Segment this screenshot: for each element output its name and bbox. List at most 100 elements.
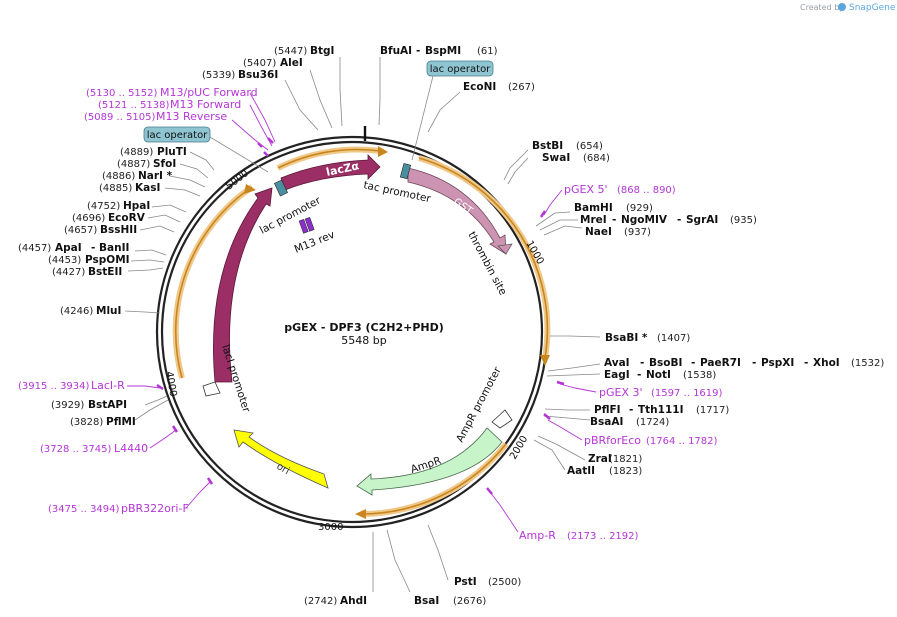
laci-feature[interactable]	[213, 187, 273, 383]
lac-operator-mark-left	[274, 179, 288, 197]
lac-operator-box-left: lac operator	[143, 126, 269, 173]
enzyme-name: AhdI	[340, 595, 367, 607]
enzyme-name: AleI	[280, 57, 303, 69]
primer-range: (868 .. 890)	[617, 185, 676, 196]
enzyme-labels: (5447) BtgI (5407) AleI (5339) Bsu36I Bf…	[18, 45, 884, 607]
enzyme-name: Tth111I	[638, 404, 683, 416]
backbone-inner	[160, 140, 544, 524]
enzyme-pos: (3929)	[51, 400, 84, 411]
primer-name: pGEX 5'	[564, 183, 608, 196]
enzyme-sep: -	[691, 357, 695, 369]
enzyme-name: AatII	[567, 465, 595, 477]
enzyme-pos: (937)	[624, 227, 651, 238]
gst-feature[interactable]	[407, 167, 507, 255]
enzyme-sep: -	[416, 45, 420, 57]
primer-range: (5121 .. 5138)	[98, 100, 170, 111]
enzyme-name: ZraI	[588, 453, 612, 465]
primer-range: (3728 .. 3745)	[40, 444, 112, 455]
lacza-feature[interactable]	[280, 154, 381, 191]
enzyme-pos: (4453)	[48, 255, 81, 266]
enzyme-name: PspXI	[761, 357, 794, 369]
primer-range: (5089 .. 5105)	[84, 112, 156, 123]
primer-range: (1597 .. 1619)	[651, 388, 723, 399]
enzyme-pos: (654)	[576, 141, 603, 152]
tick-4000: 4000	[163, 371, 178, 398]
enzyme-name: NotI	[646, 369, 671, 381]
enzyme-sep: -	[677, 214, 681, 226]
thrombin-site-mark	[497, 243, 513, 255]
enzyme-sep: -	[752, 357, 756, 369]
enzyme-pos: (61)	[477, 46, 498, 57]
snapgene-logo-icon	[838, 3, 846, 11]
enzyme-name: BsaI	[414, 595, 439, 607]
enzyme-name: NarI *	[138, 170, 173, 182]
enzyme-pos: (4246)	[60, 306, 93, 317]
enzyme-sep: -	[612, 214, 616, 226]
enzyme-name: ApaI	[55, 242, 82, 254]
m13-rev-mark-1	[298, 219, 309, 234]
enzyme-name: AvaI	[604, 357, 630, 369]
primer-name: pBRforEco	[584, 434, 641, 447]
laci-label: lacI	[206, 271, 221, 293]
enzyme-name: PaeR7I	[700, 357, 741, 369]
primer-name: pGEX 3'	[599, 386, 643, 399]
ampr-promoter-arrow	[491, 409, 513, 429]
enzyme-name: BsaBI *	[605, 332, 648, 344]
ampr-feature[interactable]	[356, 427, 503, 496]
enzyme-pos: (4457)	[18, 243, 51, 254]
credit-brand: SnapGene	[849, 3, 896, 13]
enzyme-pos: (5407)	[243, 58, 276, 69]
ori-feature[interactable]	[233, 429, 329, 489]
enzyme-pos: (1532)	[851, 358, 884, 369]
enzyme-name: BsaAI	[590, 416, 623, 428]
enzyme-pos: (1717)	[696, 405, 729, 416]
enzyme-pos: (267)	[508, 82, 535, 93]
enzyme-name: MluI	[96, 305, 121, 317]
enzyme-pos: (4427)	[52, 267, 85, 278]
enzyme-pos: (1823)	[609, 466, 642, 477]
lac-operator-top-label: lac operator	[430, 64, 491, 75]
enzyme-pos: (684)	[583, 153, 610, 164]
enzyme-name: PstI	[454, 576, 477, 588]
ampr-promoter-label: AmpR promoter	[454, 365, 504, 445]
enzyme-pos: (2676)	[453, 596, 486, 607]
enzyme-pos: (3828)	[70, 417, 103, 428]
plasmid-size: 5548 bp	[341, 334, 386, 347]
enzyme-pos: (1407)	[657, 333, 690, 344]
primer-range: (2173 .. 2192)	[567, 531, 639, 542]
enzyme-name: PflFI	[594, 404, 621, 416]
enzyme-pos: (4886)	[102, 171, 135, 182]
primer-range: (5130 .. 5152)	[86, 88, 158, 99]
primer-name: M13 Reverse	[156, 110, 227, 123]
enzyme-sep: -	[91, 242, 95, 254]
enzyme-name: BspMI	[425, 45, 461, 57]
m13-rev-label: M13 rev	[293, 229, 337, 256]
primer-name: pBR322ori-F	[121, 502, 189, 515]
enzyme-name: BamHI	[574, 202, 613, 214]
enzyme-name: BanII	[99, 242, 129, 254]
enzyme-pos: (4752)	[87, 201, 120, 212]
enzyme-name: BstEII	[88, 266, 122, 278]
enzyme-name: BstAPI	[88, 399, 127, 411]
enzyme-name: KasI	[135, 182, 160, 194]
enzyme-pos: (4889)	[120, 147, 153, 158]
enzyme-name: BssHII	[100, 224, 137, 236]
enzyme-sep: -	[804, 357, 808, 369]
primer-name: Amp-R	[519, 529, 556, 542]
enzyme-pos: (4887)	[117, 159, 150, 170]
enzyme-sep: -	[640, 357, 644, 369]
enzyme-leaders	[124, 57, 601, 593]
enzyme-sep: -	[637, 369, 641, 381]
lac-operator-left-label: lac operator	[147, 130, 208, 141]
enzyme-pos: (929)	[626, 203, 653, 214]
enzyme-name: EagI	[604, 369, 630, 381]
lac-operator-box-top: lac operator	[411, 60, 494, 161]
enzyme-sep: -	[629, 404, 633, 416]
enzyme-name: XhoI	[813, 357, 840, 369]
enzyme-pos: (2742)	[304, 596, 337, 607]
enzyme-pos: (1724)	[636, 417, 669, 428]
enzyme-pos: (4696)	[72, 213, 105, 224]
primer-labels: (5130 .. 5152) M13/pUC Forward (5121 .. …	[18, 86, 723, 542]
primer-marks	[127, 92, 597, 533]
enzyme-pos: (1821)	[609, 454, 642, 465]
